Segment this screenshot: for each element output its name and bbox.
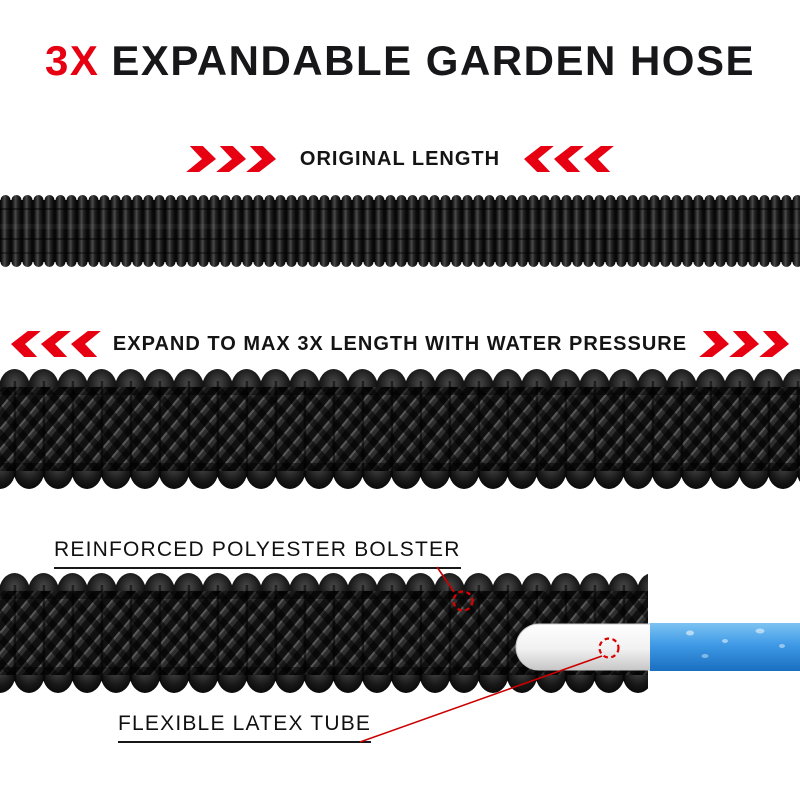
- inner-tube-blue: [650, 623, 800, 671]
- chevron-right-icon: [186, 146, 216, 172]
- original-length-label: ORIGINAL LENGTH: [299, 147, 501, 170]
- title-highlight: 3X: [45, 37, 100, 84]
- hose-cutaway-image: [0, 571, 800, 695]
- chevron-left-icon: [70, 331, 101, 357]
- title-text: EXPANDABLE GARDEN HOSE: [111, 37, 755, 84]
- chevron-left-icon: [40, 331, 71, 357]
- chevron-left-icon: [10, 331, 41, 357]
- chevron-right-icon: [699, 331, 730, 357]
- chevron-left-icon: [524, 146, 554, 172]
- chevron-right-icon: [729, 331, 760, 357]
- chevron-left-icon: [554, 146, 584, 172]
- bolster-callout-label: REINFORCED POLYESTER BOLSTER: [54, 538, 461, 569]
- chevrons-inward-left: [186, 146, 276, 172]
- expand-length-label: EXPAND TO MAX 3X LENGTH WITH WATER PRESS…: [112, 332, 688, 355]
- latex-tube-callout-label: FLEXIBLE LATEX TUBE: [118, 712, 372, 743]
- hose-original-image: [0, 194, 800, 268]
- chevron-right-icon: [216, 146, 246, 172]
- chevron-right-icon: [759, 331, 790, 357]
- original-length-caption-row: ORIGINAL LENGTH: [0, 146, 800, 172]
- expand-caption-row: EXPAND TO MAX 3X LENGTH WITH WATER PRESS…: [0, 331, 800, 357]
- hose-expanded-image: [0, 367, 800, 491]
- chevron-right-icon: [246, 146, 276, 172]
- chevrons-outward-left: [10, 331, 101, 357]
- chevrons-outward-right: [699, 331, 790, 357]
- chevrons-inward-right: [524, 146, 614, 172]
- chevron-left-icon: [584, 146, 614, 172]
